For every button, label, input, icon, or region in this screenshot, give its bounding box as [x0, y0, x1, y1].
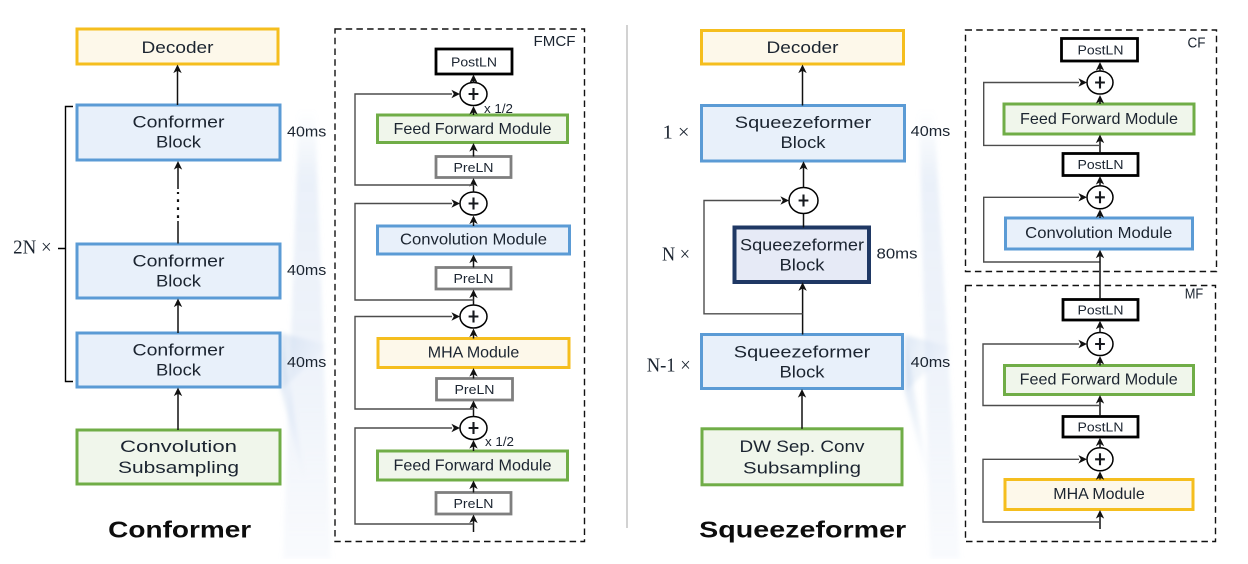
svg-text:40ms: 40ms — [911, 355, 951, 371]
svg-text:PostLN: PostLN — [1078, 303, 1124, 318]
svg-text:Block: Block — [780, 256, 826, 275]
svg-text:Convolution: Convolution — [120, 437, 237, 456]
svg-text:x 1/2: x 1/2 — [484, 101, 513, 116]
svg-text:N-1 ×: N-1 × — [647, 355, 691, 377]
svg-text:Block: Block — [156, 360, 202, 379]
svg-text:Decoder: Decoder — [767, 38, 839, 57]
svg-text:PreLN: PreLN — [455, 382, 495, 397]
svg-text:MHA Module: MHA Module — [1053, 486, 1145, 503]
svg-text:Block: Block — [780, 363, 826, 382]
svg-text:Block: Block — [781, 133, 827, 152]
svg-text:PostLN: PostLN — [1078, 43, 1124, 58]
svg-text:PreLN: PreLN — [454, 160, 494, 175]
svg-text:Decoder: Decoder — [142, 38, 214, 57]
svg-text:MF: MF — [1185, 286, 1204, 302]
svg-text:PostLN: PostLN — [451, 54, 497, 69]
svg-text:N ×: N × — [662, 244, 690, 266]
svg-text:PostLN: PostLN — [1078, 420, 1124, 435]
svg-text:Subsampling: Subsampling — [743, 458, 861, 477]
svg-text:80ms: 80ms — [877, 247, 918, 263]
svg-text:DW Sep. Conv: DW Sep. Conv — [740, 437, 866, 456]
svg-text:Subsampling: Subsampling — [118, 458, 239, 477]
svg-text:40ms: 40ms — [287, 124, 326, 140]
svg-text:MHA Module: MHA Module — [428, 345, 520, 362]
svg-text:40ms: 40ms — [287, 355, 326, 371]
svg-text:FMCF: FMCF — [534, 34, 576, 50]
svg-text:Feed Forward Module: Feed Forward Module — [1020, 372, 1178, 389]
svg-text:Convolution Module: Convolution Module — [1025, 225, 1172, 242]
svg-text:x 1/2: x 1/2 — [485, 434, 514, 449]
svg-text:40ms: 40ms — [911, 124, 951, 140]
svg-text:Squeezeformer: Squeezeformer — [699, 517, 906, 543]
svg-text:Squeezeformer: Squeezeformer — [740, 236, 864, 255]
svg-text:CF: CF — [1188, 35, 1206, 51]
svg-text:Convolution Module: Convolution Module — [400, 232, 547, 249]
svg-text:Block: Block — [156, 132, 202, 151]
svg-text:Squeezeformer: Squeezeformer — [734, 343, 871, 362]
svg-text:2N ×: 2N × — [13, 237, 52, 259]
svg-text:PreLN: PreLN — [454, 496, 494, 511]
svg-text:Feed Forward Module: Feed Forward Module — [1020, 111, 1178, 128]
svg-text:1 ×: 1 × — [663, 122, 690, 144]
svg-text:Conformer: Conformer — [133, 251, 225, 270]
svg-text:Conformer: Conformer — [108, 517, 251, 543]
svg-text:Squeezeformer: Squeezeformer — [735, 113, 872, 132]
svg-text:Feed Forward Module: Feed Forward Module — [394, 121, 552, 138]
svg-text:40ms: 40ms — [287, 263, 326, 279]
svg-text:Conformer: Conformer — [133, 340, 225, 359]
svg-text:PostLN: PostLN — [1078, 157, 1124, 172]
svg-text:Conformer: Conformer — [133, 112, 225, 131]
svg-text:PreLN: PreLN — [454, 271, 494, 286]
svg-text:Block: Block — [156, 271, 202, 290]
svg-text:Feed Forward Module: Feed Forward Module — [394, 457, 552, 474]
